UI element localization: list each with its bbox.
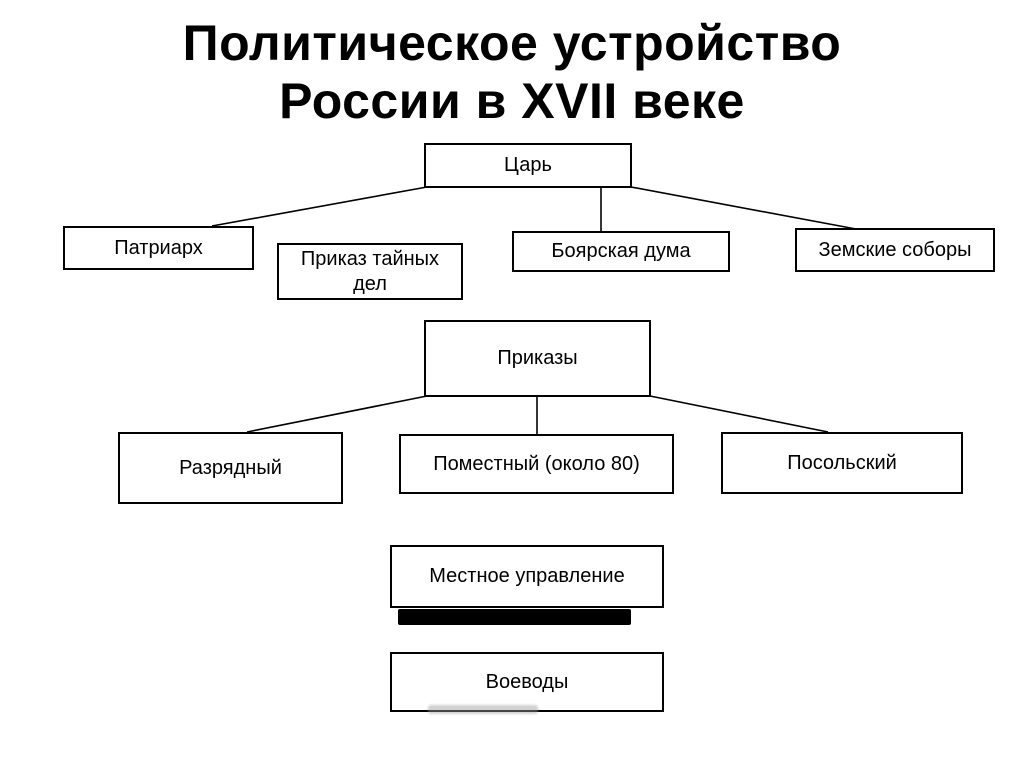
node-zemskie-sobory: Земские соборы xyxy=(795,228,995,272)
page-title-line2: России в XVII веке xyxy=(279,73,745,129)
page-title-line1: Политическое устройство xyxy=(182,15,842,71)
node-boyar-duma: Боярская дума xyxy=(512,231,730,272)
edge-prikazy-posolsky xyxy=(649,395,829,433)
edge-tsar-patriarch xyxy=(211,186,428,227)
smudge-mark xyxy=(428,705,538,714)
edge-prikazy-razryadny xyxy=(246,395,428,433)
marker-redaction-bar xyxy=(398,609,631,625)
node-patriarch: Патриарх xyxy=(63,226,254,270)
node-prikazy: Приказы xyxy=(424,320,651,397)
node-secret-prikaz: Приказ тайных дел xyxy=(277,243,463,300)
page-title: Политическое устройство России в XVII ве… xyxy=(0,14,1024,130)
node-tsar: Царь xyxy=(424,143,632,188)
node-razryadny: Разрядный xyxy=(118,432,343,504)
edge-tsar-zemskie-sobory xyxy=(630,186,857,230)
node-voevody: Воеводы xyxy=(390,652,664,712)
node-pomestny: Поместный (около 80) xyxy=(399,434,674,494)
node-posolsky: Посольский xyxy=(721,432,963,494)
node-mestnoe-upravlenie: Местное управление xyxy=(390,545,664,608)
